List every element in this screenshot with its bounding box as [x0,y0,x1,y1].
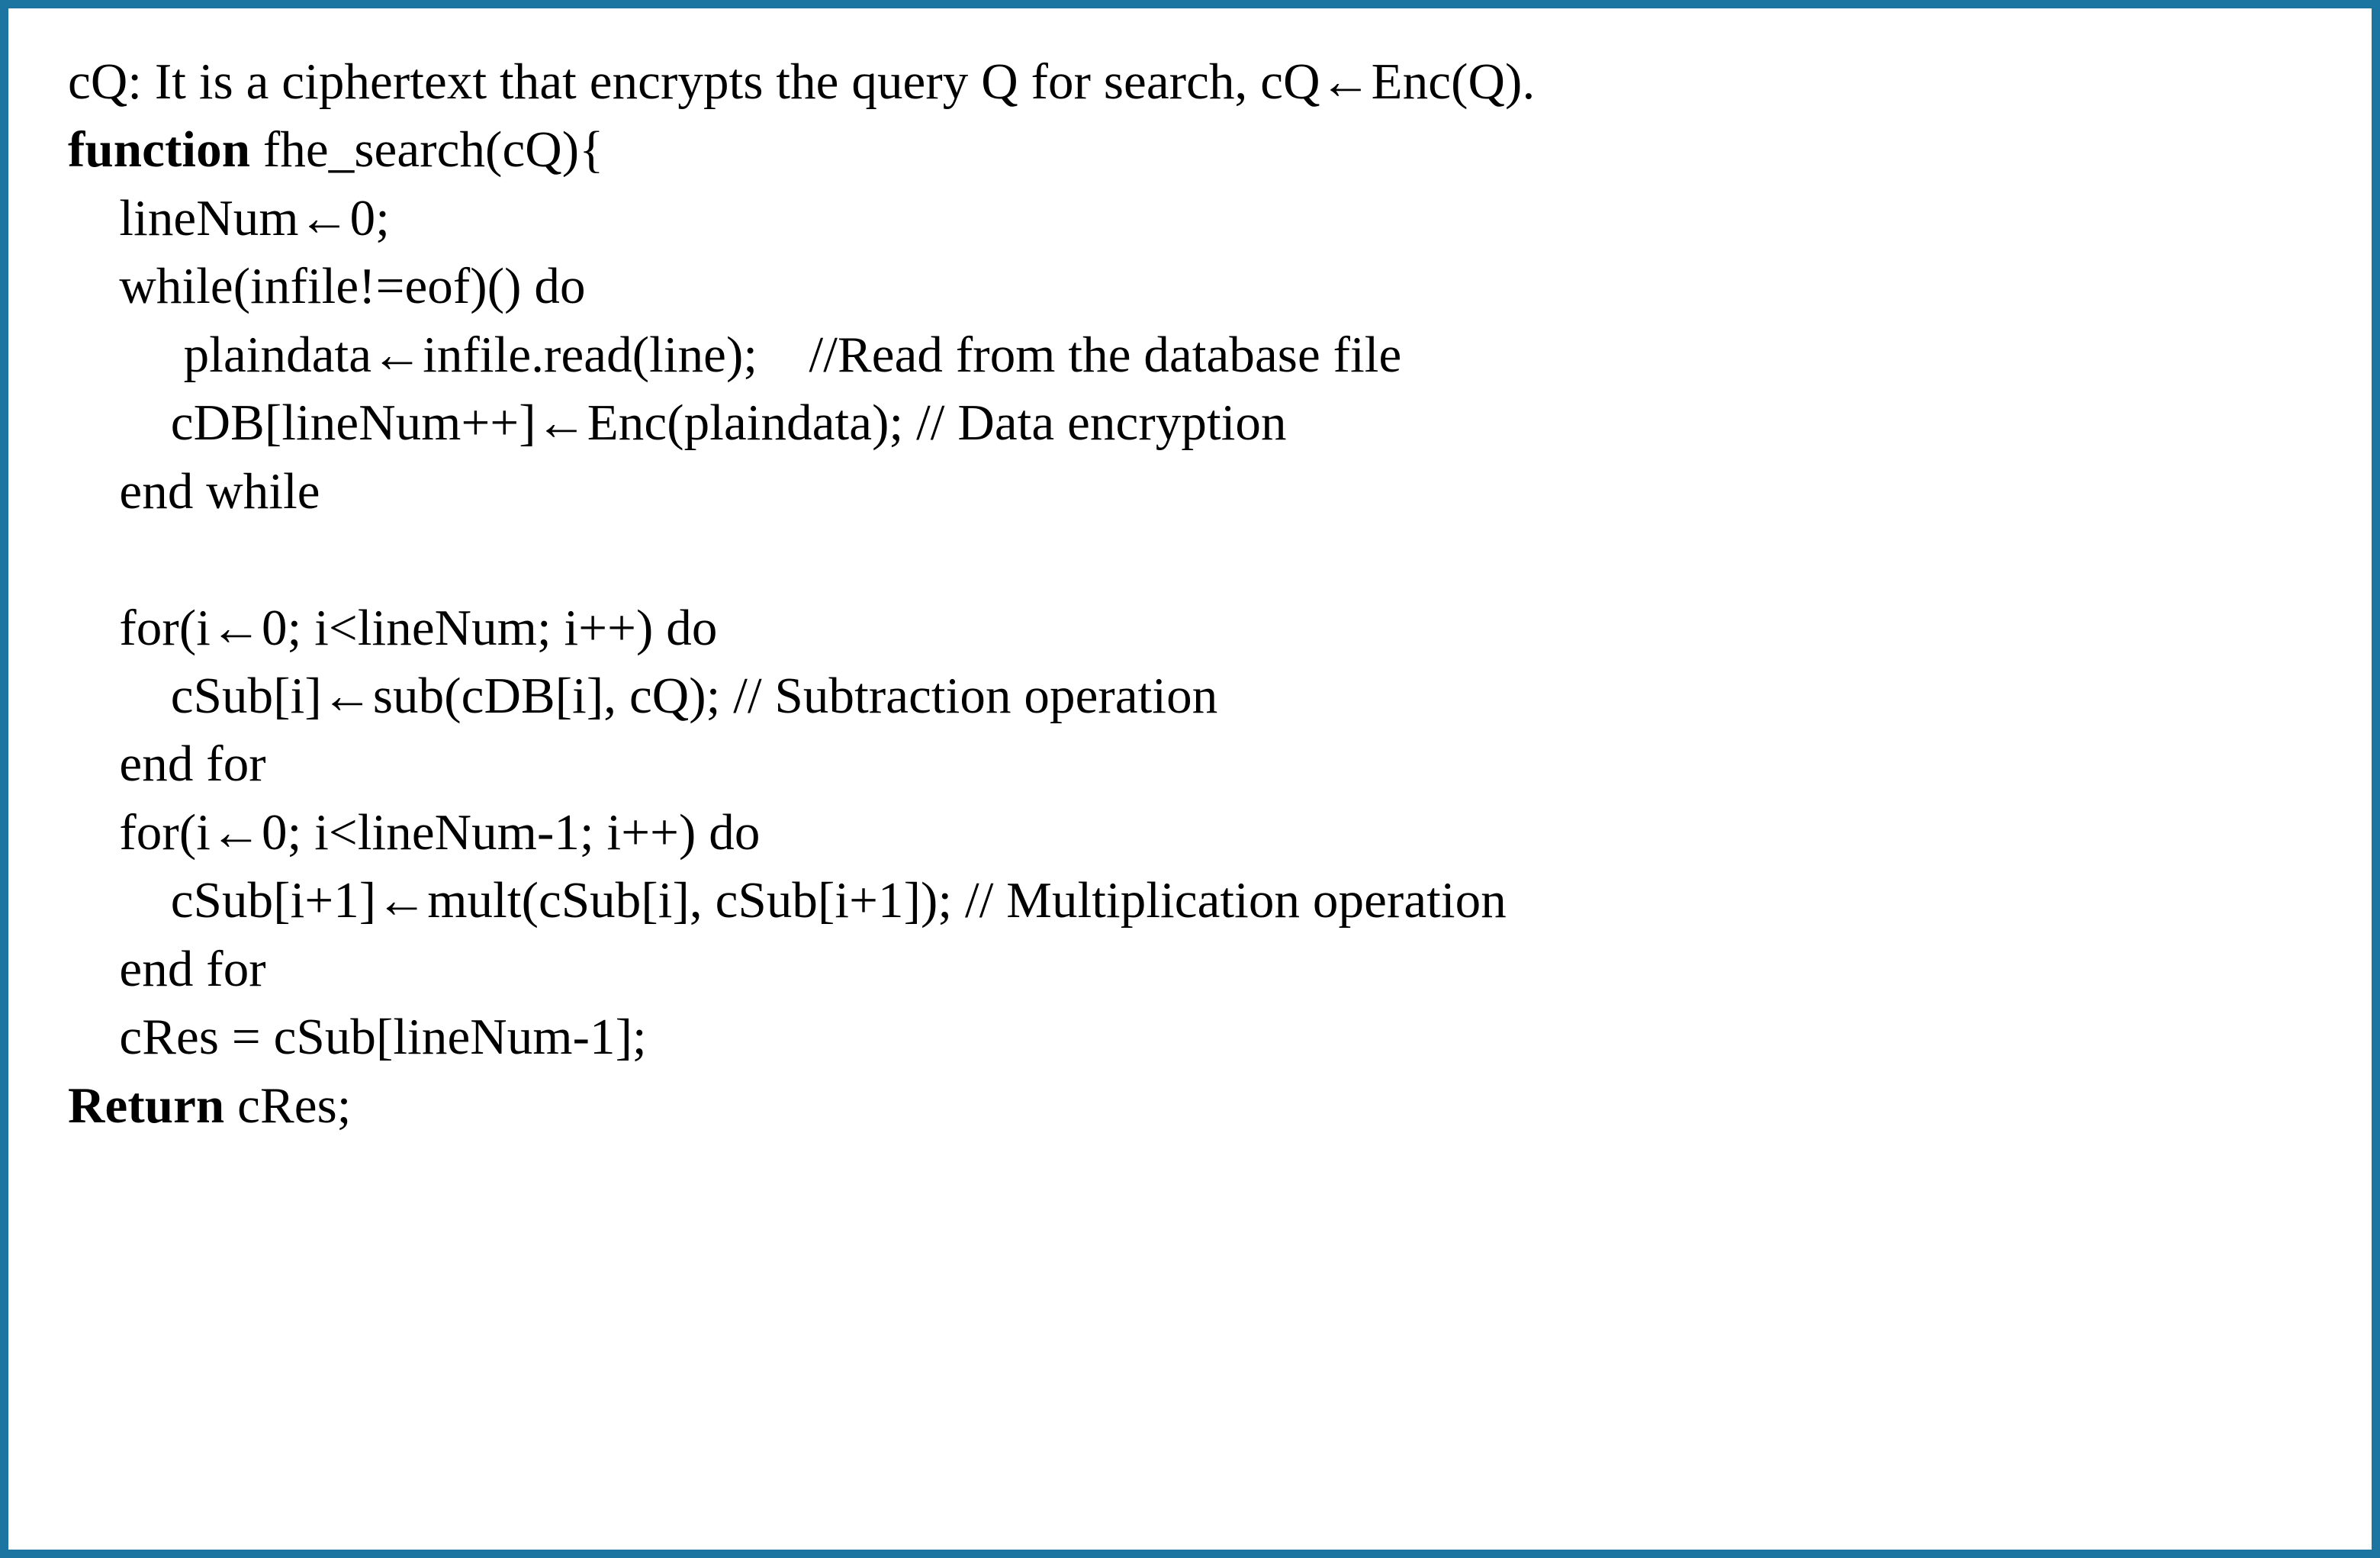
code-line-for-sub-head: for(i←0; i<lineNum; i++) do [68,594,2326,662]
code-text-func-signature: fhe_search(cQ){ [250,121,604,179]
code-line-return-stmt: Return cRes; [68,1072,2326,1140]
code-text-for-sub-head: for(i←0; i<lineNum; i++) do [68,599,718,656]
code-line-sub-op: cSub[i]←sub(cDB[i], cQ); // Subtraction … [68,662,2326,730]
code-text-end-while: end while [68,462,320,520]
code-line-desc: cQ: It is a ciphertext that encrypts the… [68,48,2326,116]
code-line-mult-op: cSub[i+1]←mult(cSub[i], cSub[i+1]); // M… [68,867,2326,935]
code-line-cres-assign: cRes = cSub[lineNum-1]; [68,1003,2326,1071]
code-line-for-mult-head: for(i←0; i<lineNum-1; i++) do [68,799,2326,867]
code-text-read-line: plaindata←infile.read(line); //Read from… [68,326,1402,383]
code-text-encrypt-line: cDB[lineNum++]←Enc(plaindata); // Data e… [68,394,1287,452]
code-line-end-for-2: end for [68,935,2326,1003]
code-text-desc: cQ: It is a ciphertext that encrypts the… [68,53,1536,110]
code-text-end-for-1: end for [68,736,266,793]
code-text-cres-assign: cRes = cSub[lineNum-1]; [68,1009,647,1066]
code-line-end-while: end while [68,458,2326,526]
code-line-func-signature: function fhe_search(cQ){ [68,116,2326,184]
code-text-mult-op: cSub[i+1]←mult(cSub[i], cSub[i+1]); // M… [68,872,1507,929]
pseudocode-block: cQ: It is a ciphertext that encrypts the… [68,48,2326,1140]
code-line-spacer-1 [68,526,2326,594]
code-text-end-for-2: end for [68,940,266,997]
code-text-return-stmt: cRes; [224,1077,352,1134]
code-line-read-line: plaindata←infile.read(line); //Read from… [68,321,2326,389]
keyword-func-signature: function [68,121,251,179]
code-text-for-mult-head: for(i←0; i<lineNum-1; i++) do [68,803,761,861]
code-line-linenum-init: lineNum←0; [68,185,2326,253]
code-text-while-head: while(infile!=eof)() do [68,258,586,315]
code-line-end-for-1: end for [68,730,2326,798]
code-line-encrypt-line: cDB[lineNum++]←Enc(plaindata); // Data e… [68,389,2326,457]
code-line-while-head: while(infile!=eof)() do [68,253,2326,320]
keyword-return-stmt: Return [68,1077,225,1134]
code-text-linenum-init: lineNum←0; [68,189,390,246]
code-text-sub-op: cSub[i]←sub(cDB[i], cQ); // Subtraction … [68,667,1218,724]
